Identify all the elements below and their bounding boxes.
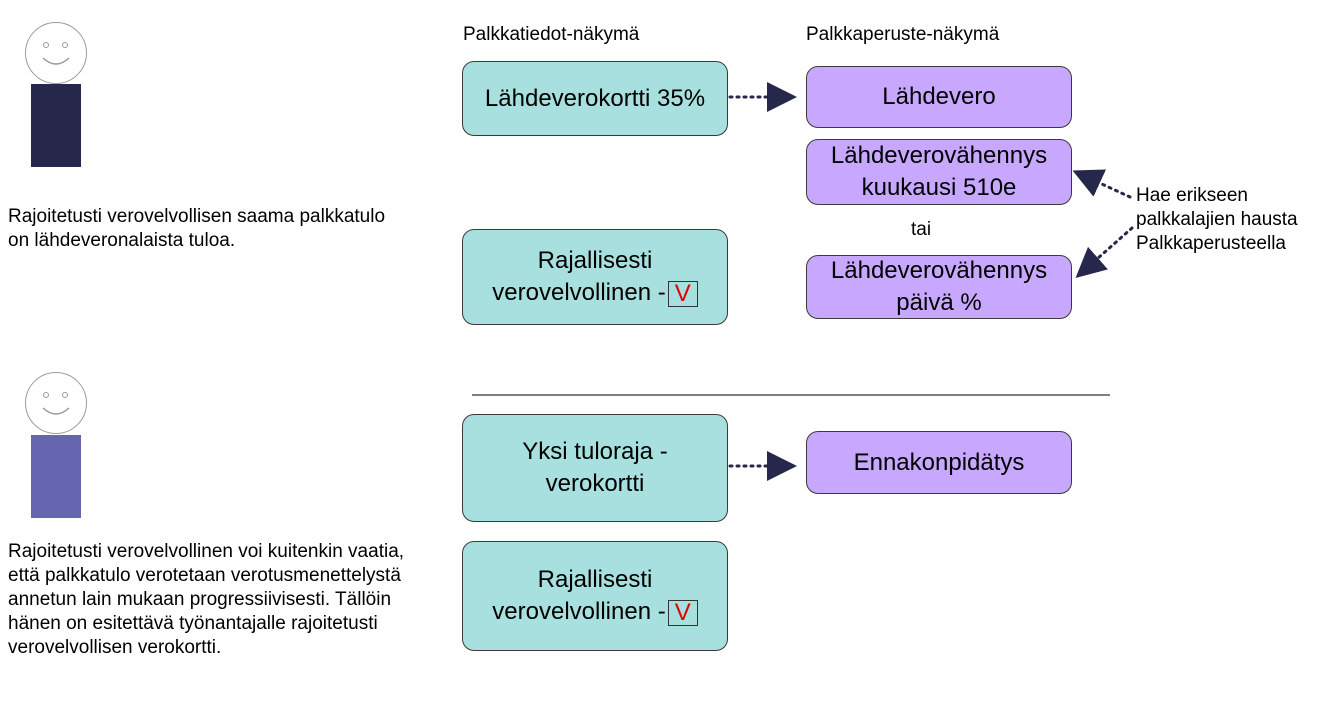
person-2-head — [25, 372, 87, 434]
eye-icon — [62, 42, 68, 48]
lahdevero-box: Lähdevero — [806, 66, 1072, 128]
withholding-box: Ennakonpidätys — [806, 431, 1072, 494]
person-1-head — [25, 22, 87, 84]
arrow-note-to-deduction-month — [1072, 169, 1132, 199]
section-2-description: Rajoitetusti verovelvollinen voi kuitenk… — [8, 541, 405, 658]
limited-taxpayer-line2: verovelvollinen - — [492, 598, 666, 625]
eye-icon — [62, 392, 68, 398]
deduction-month-line1: Lähdeverovähennys — [830, 142, 1048, 169]
side-note: Hae erikseen palkkalajien hausta Palkkap… — [1136, 184, 1298, 256]
deduction-day-line2: päivä % — [896, 289, 982, 316]
smile-icon — [42, 407, 70, 415]
source-tax-card-label: Lähdeverokortti 35% — [484, 84, 706, 112]
deduction-day-line1: Lähdeverovähennys — [830, 257, 1048, 284]
checkbox-checked[interactable]: V — [667, 599, 698, 626]
side-note-line: palkkalajien hausta — [1136, 209, 1298, 230]
checkbox-checked[interactable]: V — [667, 280, 698, 307]
person-1-body — [31, 84, 81, 167]
one-income-limit-line1: Yksi tuloraja - — [522, 438, 668, 465]
limited-taxpayer-line2-row: verovelvollinen -V — [492, 277, 698, 309]
limited-taxpayer-line1: Rajallisesti — [537, 566, 653, 593]
lahdevero-label: Lähdevero — [882, 83, 996, 110]
limited-taxpayer-box-1: Rajallisesti verovelvollinen -V — [462, 229, 728, 325]
deduction-month-box: Lähdeverovähennys kuukausi 510e — [806, 139, 1072, 205]
eye-icon — [43, 42, 49, 48]
one-income-limit-box: Yksi tuloraja - verokortti — [462, 414, 728, 522]
person-2-body — [31, 435, 81, 518]
side-note-line: Hae erikseen — [1136, 185, 1248, 206]
limited-taxpayer-box-2: Rajallisesti verovelvollinen -V — [462, 541, 728, 651]
limited-taxpayer-line2: verovelvollinen - — [492, 279, 666, 306]
section-1-description: Rajoitetusti verovelvollisen saama palkk… — [8, 206, 386, 251]
or-label: tai — [911, 219, 932, 240]
arrow-note-to-deduction-day — [1075, 226, 1134, 278]
eye-icon — [43, 392, 49, 398]
withholding-label: Ennakonpidätys — [853, 448, 1025, 476]
left-column-title: Palkkatiedot-näkymä — [463, 24, 640, 45]
smile-icon — [42, 57, 70, 65]
deduction-month-line2: kuukausi 510e — [861, 174, 1017, 201]
limited-taxpayer-line2-row: verovelvollinen -V — [492, 596, 698, 628]
right-column-title: Palkkaperuste-näkymä — [806, 24, 1000, 45]
deduction-day-box: Lähdeverovähennys päivä % — [806, 255, 1072, 319]
limited-taxpayer-line1: Rajallisesti — [537, 247, 653, 274]
one-income-limit-line2: verokortti — [545, 470, 645, 497]
source-tax-card-box: Lähdeverokortti 35% — [462, 61, 728, 136]
side-note-line: Palkkaperusteella — [1136, 233, 1286, 254]
